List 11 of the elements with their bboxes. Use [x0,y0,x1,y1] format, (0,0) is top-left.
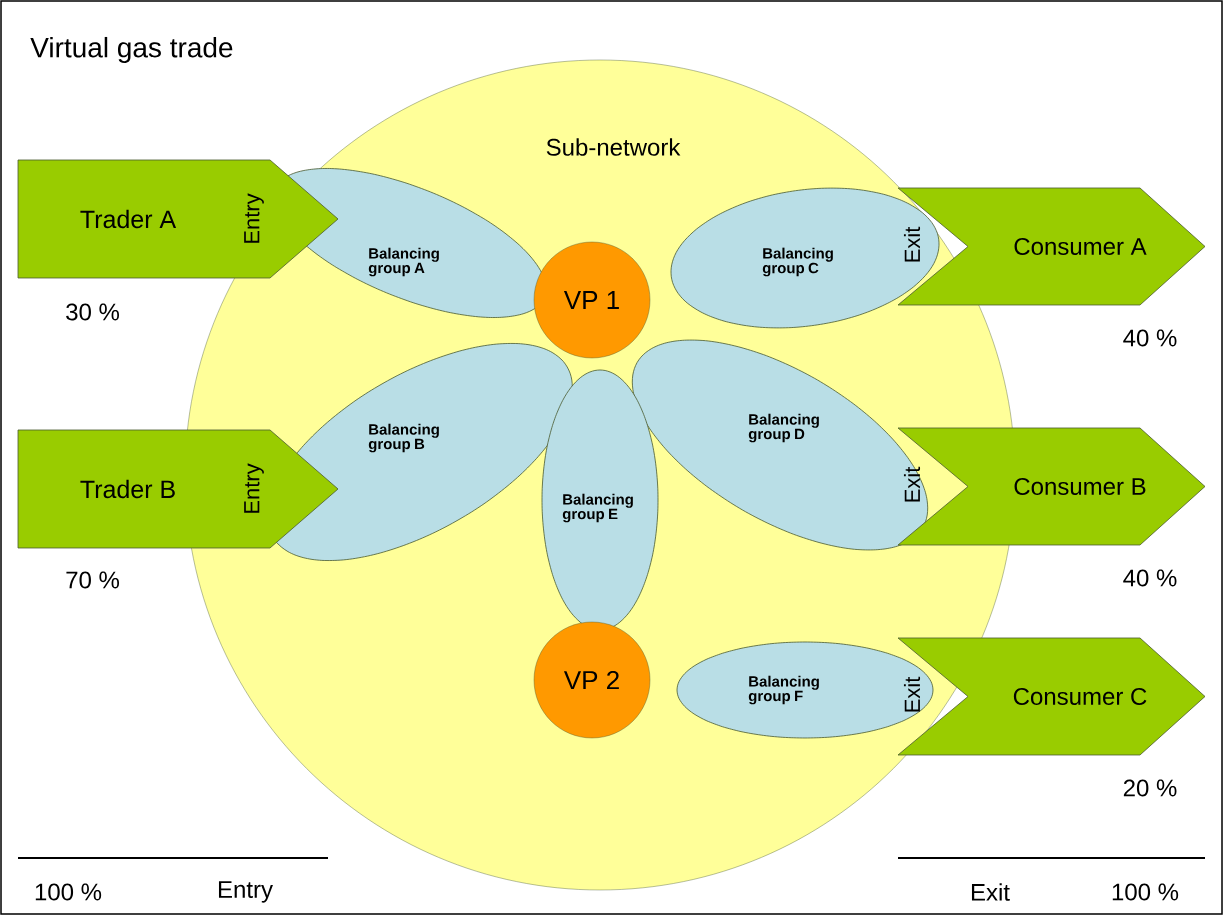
exit-label: Exit [903,676,921,712]
exit-label: Exit [903,466,921,502]
exit-label: Exit [903,226,921,262]
percentage-label: 30 % [66,303,120,321]
balancing-group-petal: Balancing group E [541,369,659,631]
percentage-label: 40 % [1123,329,1177,347]
percentage-label: 100 % [1112,883,1179,901]
percentage-label: 100 % [35,883,102,901]
percentage-label: 70 % [66,571,120,589]
percentage-label: 20 % [1123,779,1177,797]
percentage-label: 40 % [1123,569,1177,587]
